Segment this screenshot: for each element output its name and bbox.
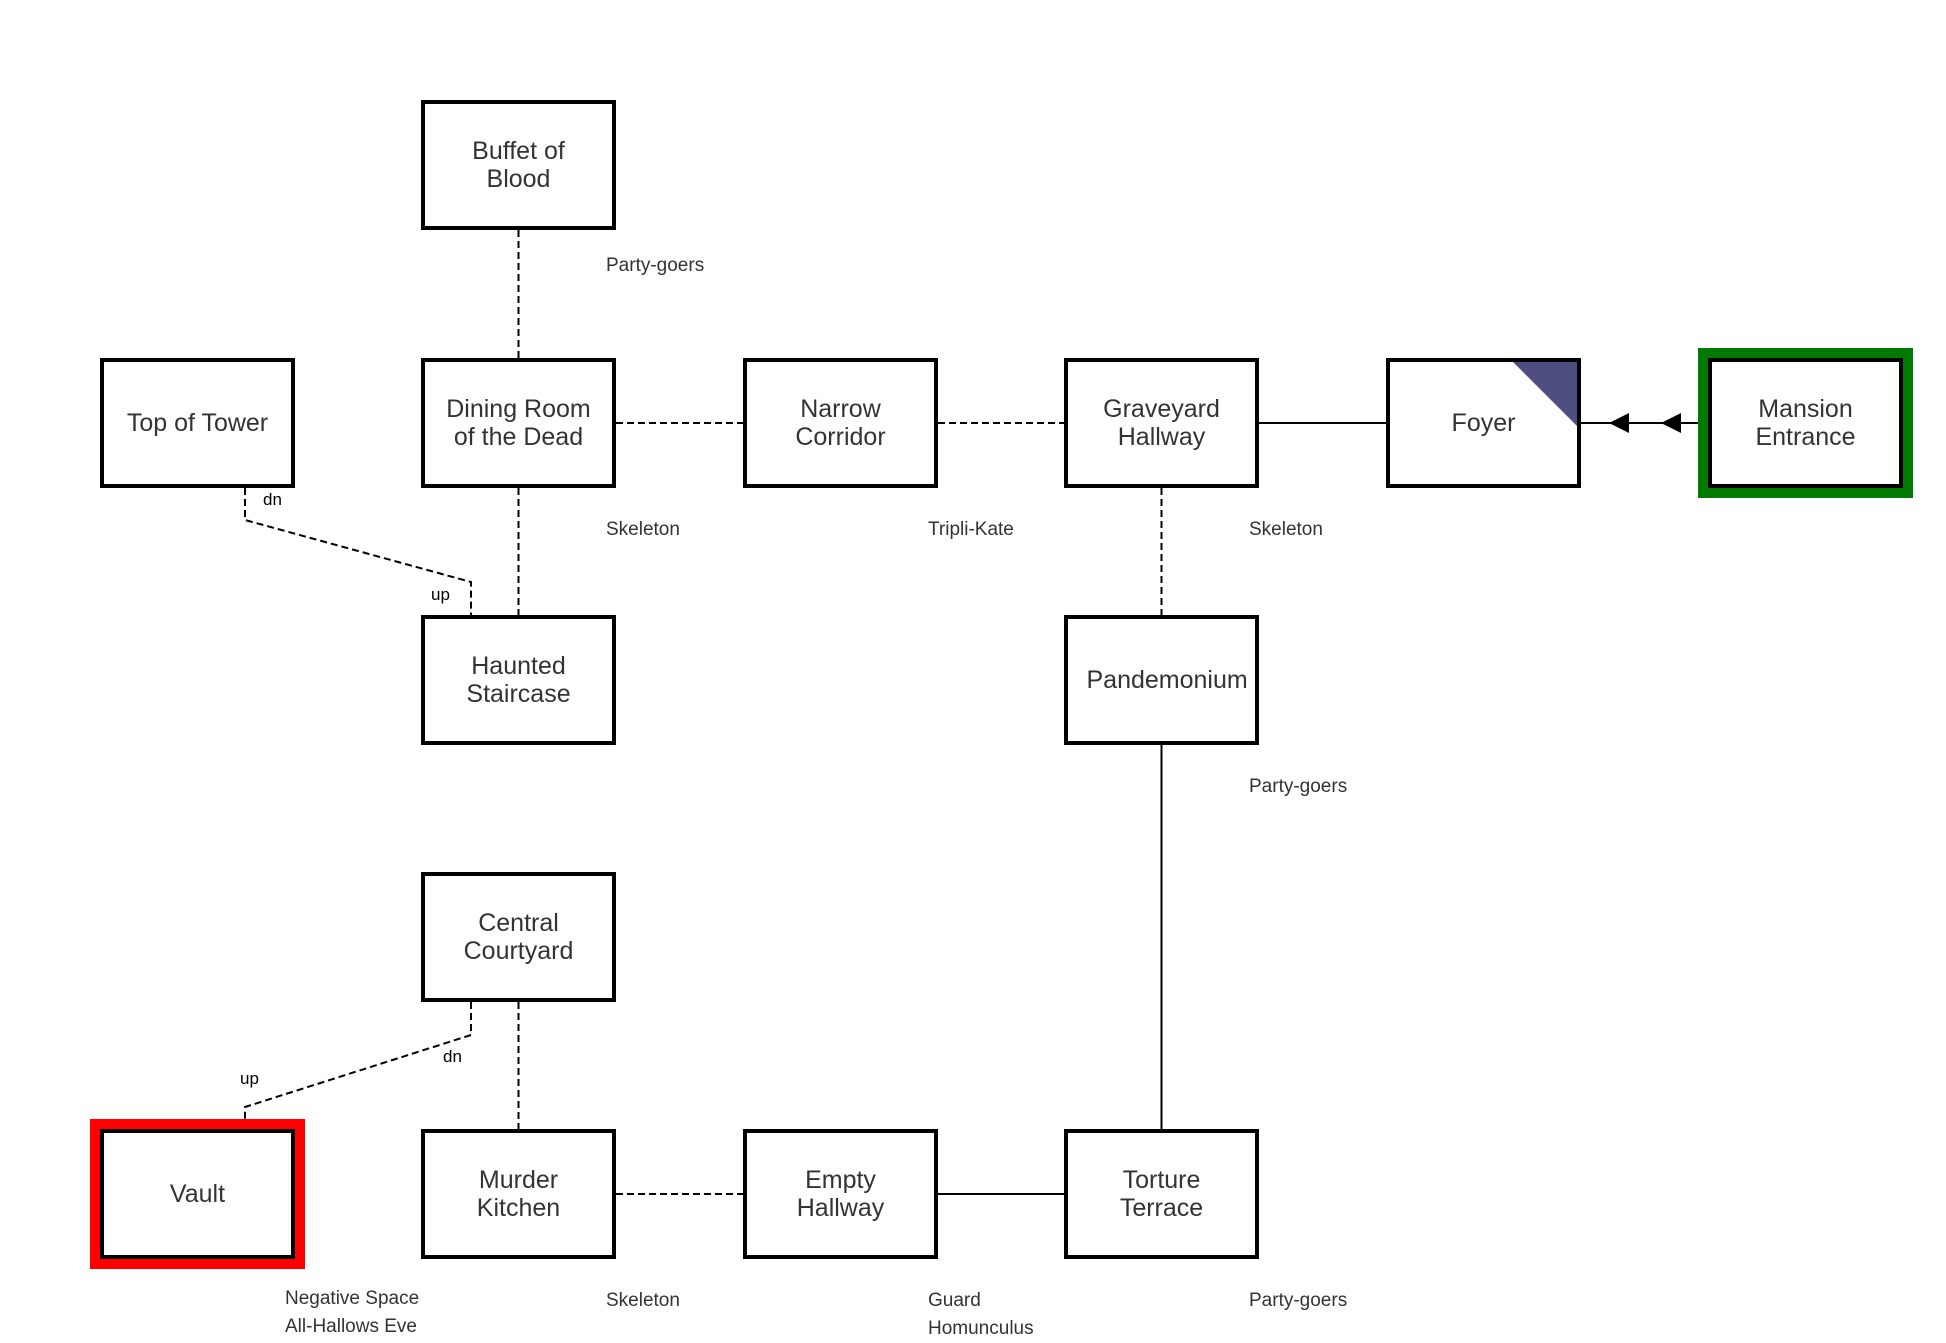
room-tower[interactable]: Top of Tower: [100, 358, 295, 488]
encounter-name: Party-goers: [1249, 776, 1348, 797]
room-empty[interactable]: Empty Hallway: [743, 1129, 938, 1259]
encounter-name: Skeleton: [1249, 519, 1323, 540]
room-name: Buffet of Blood: [472, 137, 565, 193]
encounter-name: Skeleton: [606, 519, 680, 540]
encounter-label: Skeleton: [1249, 516, 1323, 544]
stair-connection: [244, 1002, 472, 1119]
room-name: Dining Room of the Dead: [446, 395, 591, 451]
arrow-icon: [1609, 413, 1629, 433]
arrow-icon: [1661, 413, 1681, 433]
room-kitchen[interactable]: Murder Kitchen: [421, 1129, 616, 1259]
room-pandemonium[interactable]: Pandemonium: [1064, 615, 1259, 745]
encounter-name: Homunculus: [928, 1318, 1034, 1339]
room-narrow[interactable]: Narrow Corridor: [743, 358, 938, 488]
encounter-label: Party-goers: [1249, 1287, 1347, 1315]
room-haunted[interactable]: Haunted Staircase: [421, 615, 616, 745]
room-torture[interactable]: Torture Terrace: [1064, 1129, 1259, 1259]
room-foyer[interactable]: Foyer: [1386, 358, 1581, 488]
room-name: Empty Hallway: [796, 1166, 885, 1222]
room-name: Haunted Staircase: [466, 652, 571, 708]
encounter-name: All-Hallows Eve: [285, 1316, 417, 1337]
encounter-name: Skeleton: [606, 1290, 680, 1311]
room-name: Narrow Corridor: [795, 395, 886, 451]
stair-label: up: [431, 585, 450, 604]
room-graveyard[interactable]: Graveyard Hallway: [1064, 358, 1259, 488]
encounter-label: Party-goers: [606, 252, 704, 280]
room-marker-icon: [1513, 362, 1577, 426]
room-name: Graveyard Hallway: [1103, 395, 1220, 451]
encounter-name: Negative Space: [285, 1288, 420, 1309]
room-name: Murder Kitchen: [476, 1166, 561, 1222]
room-name: Mansion Entrance: [1755, 395, 1856, 451]
room-name: Vault: [169, 1180, 226, 1208]
encounter-name: Guard: [928, 1290, 981, 1311]
encounter-label: Tripli-Kate: [928, 516, 1014, 544]
room-name: Central Courtyard: [463, 909, 574, 965]
stair-label: dn: [443, 1047, 462, 1066]
room-courtyard[interactable]: Central Courtyard: [421, 872, 616, 1002]
encounter-label: Skeleton: [606, 516, 680, 544]
encounter-name: Party-goers: [606, 255, 705, 276]
stair-connection: [244, 488, 472, 615]
room-name: Pandemonium: [1086, 666, 1248, 694]
room-buffet[interactable]: Buffet of Blood: [421, 100, 616, 230]
encounter-name: Tripli-Kate: [928, 519, 1014, 540]
room-name: Top of Tower: [126, 409, 269, 437]
room-name: Torture Terrace: [1119, 1166, 1204, 1222]
encounter-label: Skeleton: [606, 1287, 680, 1315]
stair-label: up: [240, 1069, 259, 1088]
room-vault[interactable]: Vault: [90, 1119, 305, 1269]
room-dining[interactable]: Dining Room of the Dead: [421, 358, 616, 488]
room-entrance[interactable]: Mansion Entrance: [1698, 348, 1913, 498]
room-name: Foyer: [1451, 409, 1516, 437]
encounter-name: Party-goers: [1249, 1290, 1348, 1311]
encounter-label: Party-goers: [1249, 773, 1347, 801]
stair-label: dn: [263, 490, 282, 509]
